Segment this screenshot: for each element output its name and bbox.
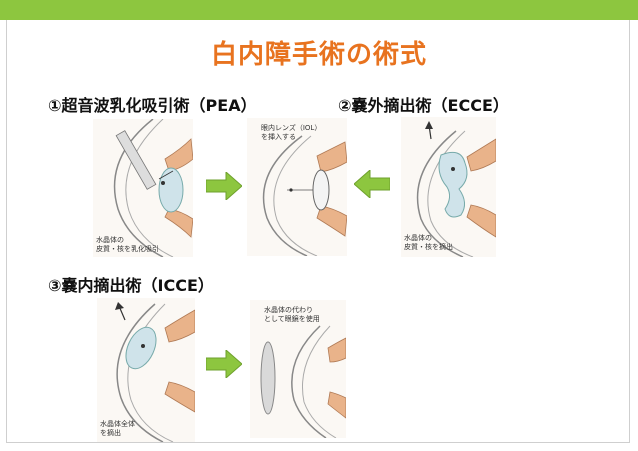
section-label-pea: ①超音波乳化吸引術（PEA） — [48, 96, 257, 115]
slide-frame — [6, 20, 630, 443]
icce-caption: 水晶体全体 を摘出 — [100, 420, 135, 437]
pea-caption: 水晶体の 皮質・核を乳化吸引 — [96, 236, 159, 253]
icce-eye-diagram — [97, 298, 195, 442]
right-arrow-icon-2 — [205, 348, 243, 382]
section-label-icce: ③嚢内摘出術（ICCE） — [48, 276, 214, 295]
top-accent-bar — [0, 0, 638, 20]
aphakic-result-diagram — [250, 300, 346, 438]
pea-eye-diagram — [93, 119, 193, 257]
iol-caption: 眼内レンズ（IOL） を挿入する — [261, 124, 322, 141]
ecce-eye-diagram — [401, 117, 496, 257]
iol-result-diagram — [247, 118, 347, 256]
right-arrow-icon — [205, 170, 243, 204]
slide-title: 白内障手術の術式 — [210, 40, 427, 70]
left-arrow-icon — [353, 168, 391, 202]
section-label-ecce: ②嚢外摘出術（ECCE） — [338, 96, 509, 115]
glasses-caption: 水晶体の代わり として眼鏡を使用 — [264, 306, 320, 323]
ecce-caption: 水晶体の 皮質・核を摘出 — [404, 234, 453, 251]
